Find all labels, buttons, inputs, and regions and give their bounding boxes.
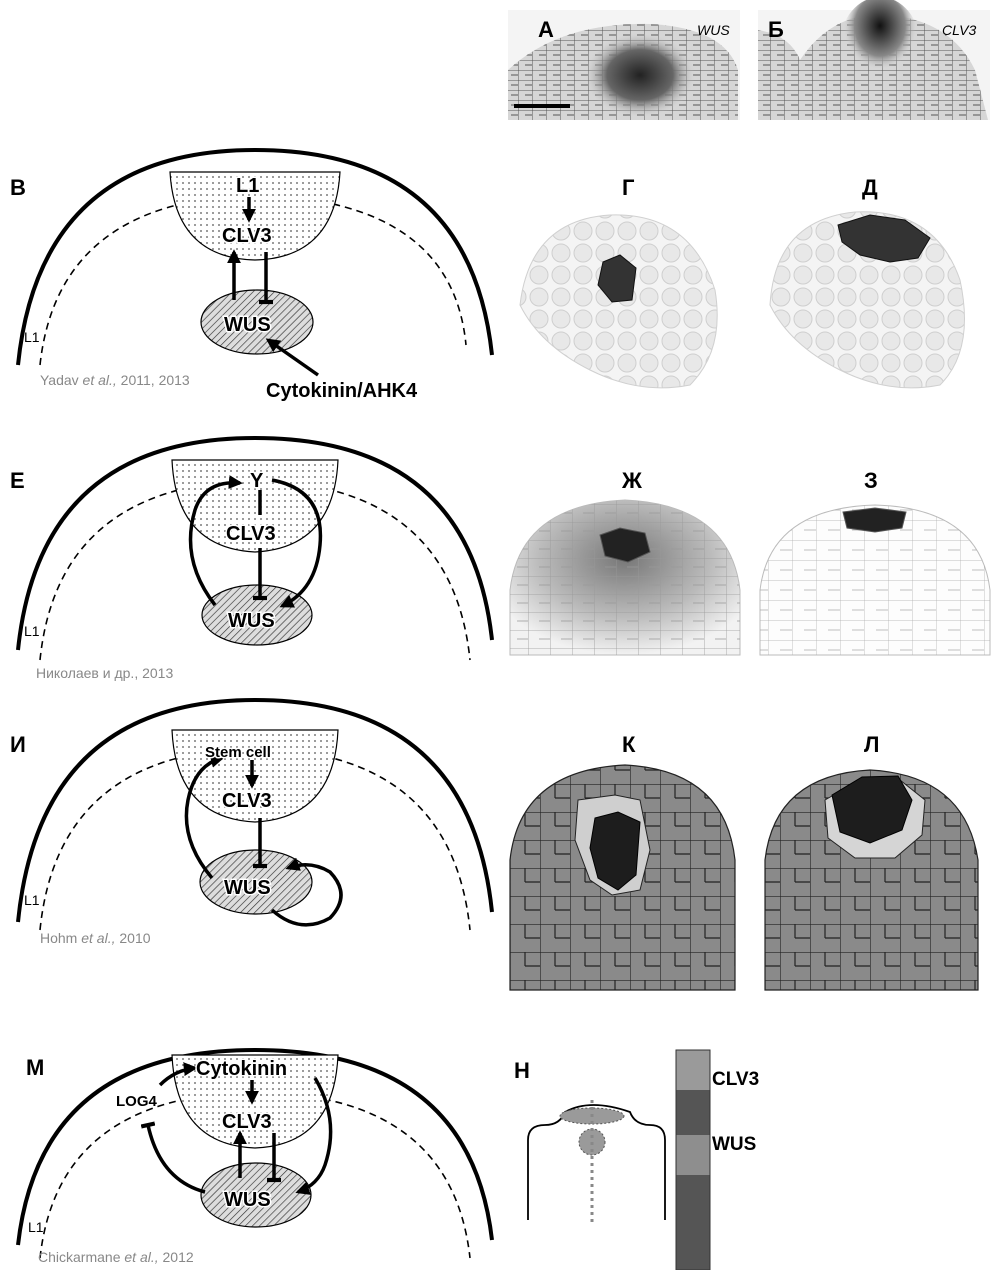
citation-author: Hohm	[40, 930, 81, 946]
cell-grid	[510, 500, 740, 655]
panel-letter: Г	[622, 175, 635, 200]
citation-etal: et al.,	[83, 372, 117, 388]
node-log4: LOG4	[116, 1093, 157, 1110]
panel-Z: З	[760, 468, 990, 655]
panel-letter: Н	[514, 1058, 530, 1083]
panel-B: Б CLV3	[758, 0, 990, 120]
citation: Yadav et al., 2011, 2013	[40, 372, 190, 388]
panel-M: М Cytokinin CLV3 WUS LOG4 L1 Chickarmane…	[18, 1050, 492, 1265]
inhibit-wus-log4	[148, 1125, 205, 1192]
node-cytokinin: Cytokinin	[196, 1058, 287, 1080]
clv3-signal	[840, 0, 920, 93]
expression-bar	[676, 1050, 710, 1270]
node-clv3: CLV3	[222, 1111, 272, 1133]
node-cytokinin-ahk4: Cytokinin/AHK4	[266, 380, 418, 402]
l1-label: L1	[24, 329, 40, 345]
clv3-segment	[676, 1050, 710, 1090]
node-wus: WUS	[224, 1189, 271, 1211]
l1-label: L1	[24, 892, 40, 908]
panel-L: Л	[765, 732, 978, 990]
panel-G: Г	[520, 175, 717, 388]
node-stem-cell: Stem cell	[205, 744, 271, 761]
scale-bar	[514, 104, 570, 108]
citation-year: 2010	[115, 930, 150, 946]
bar-label-wus: WUS	[712, 1134, 756, 1155]
gene-label: WUS	[697, 22, 730, 38]
panel-letter: Б	[768, 17, 784, 42]
panel-E: Е Y CLV3 WUS L1 Николаев и др., 2013	[10, 438, 492, 681]
panel-letter: А	[538, 17, 554, 42]
panel-Zh: Ж	[510, 468, 740, 655]
gene-label: CLV3	[942, 22, 976, 38]
node-clv3: CLV3	[226, 523, 276, 545]
l1-label: L1	[28, 1219, 44, 1235]
panel-I: И Stem cell CLV3 WUS L1 Hohm et al., 201…	[10, 700, 492, 946]
l1-label: L1	[24, 623, 40, 639]
citation-year: 2012	[159, 1249, 194, 1265]
node-wus: WUS	[224, 314, 271, 336]
node-clv3: CLV3	[222, 790, 272, 812]
node-l1: L1	[236, 175, 259, 197]
node-clv3: CLV3	[222, 225, 272, 247]
panel-letter: Ж	[621, 468, 642, 493]
wus-segment	[676, 1135, 710, 1175]
panel-N: Н CLV3 WUS	[514, 1050, 759, 1270]
citation-year: 2011, 2013	[117, 372, 190, 388]
wus-signal	[585, 33, 695, 117]
citation-etal: et al.,	[81, 930, 115, 946]
citation: Chickarmane et al., 2012	[38, 1249, 194, 1265]
panel-letter: К	[622, 732, 636, 757]
panel-letter: Л	[864, 732, 879, 757]
citation: Николаев и др., 2013	[36, 665, 173, 681]
panel-V: В L1 CLV3 WUS Cytokinin/AHK4 L1 Yadav et…	[10, 150, 492, 402]
citation-etal: et al.,	[124, 1249, 158, 1265]
panel-A: А WUS	[508, 10, 740, 120]
clv3-domain	[843, 508, 906, 532]
panel-letter: М	[26, 1055, 44, 1080]
citation-author: Yadav	[40, 372, 83, 388]
panel-letter: И	[10, 732, 26, 757]
node-wus: WUS	[224, 877, 271, 899]
panel-letter: Е	[10, 468, 25, 493]
panel-D: Д	[770, 175, 965, 388]
citation: Hohm et al., 2010	[40, 930, 151, 946]
citation-author: Chickarmane	[38, 1249, 124, 1265]
node-wus: WUS	[228, 610, 275, 632]
panel-letter: Д	[862, 175, 878, 200]
node-y: Y	[250, 470, 264, 492]
panel-letter: З	[864, 468, 878, 493]
bar-label-clv3: CLV3	[712, 1069, 759, 1090]
panel-K: К	[510, 732, 735, 990]
panel-letter: В	[10, 175, 26, 200]
